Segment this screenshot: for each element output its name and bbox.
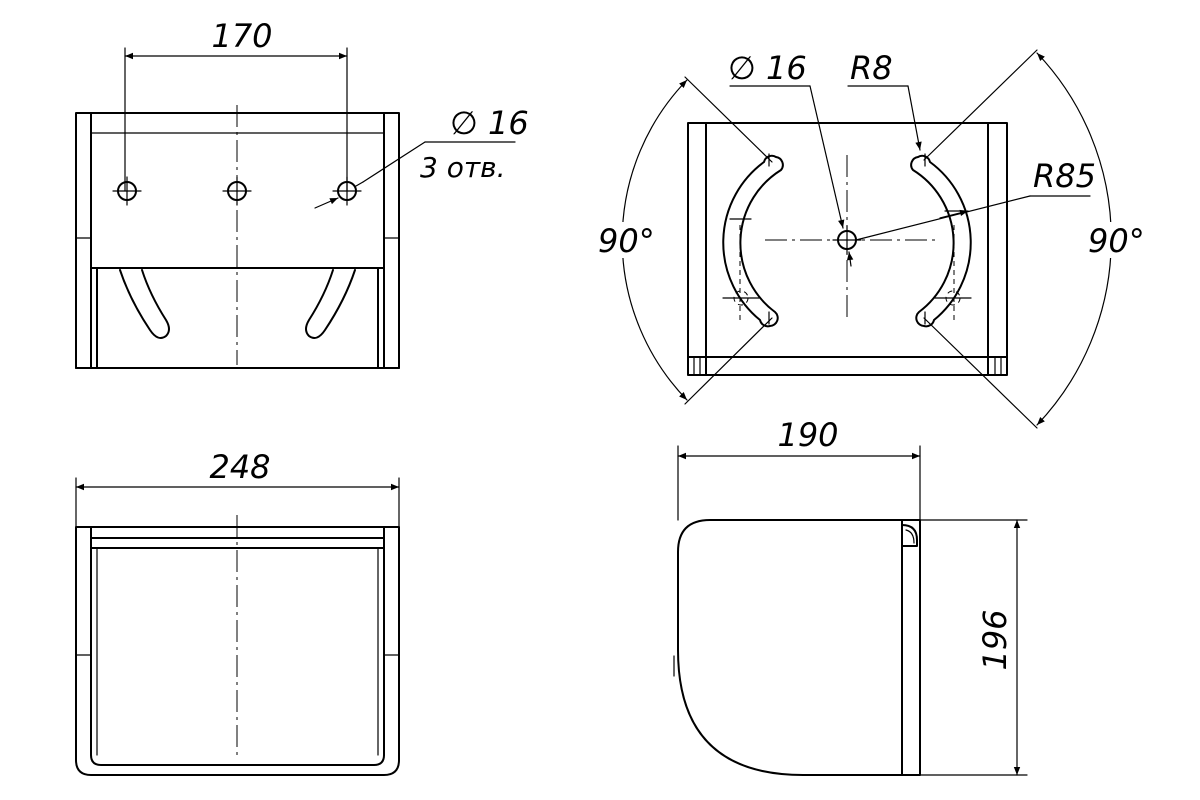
top-hole-callout: ∅ 16 [728, 49, 854, 267]
side-height-label: 196 [976, 609, 1014, 670]
top-outer-frame [687, 122, 1008, 376]
slot-radius-label: R8 [850, 49, 893, 87]
front-left-slot [119, 269, 170, 339]
front-right-flange [383, 112, 400, 369]
dimension-190: 190 [677, 416, 921, 521]
front-view: 170 ∅ 16 3 отв. [75, 17, 529, 369]
front-hole-callout: ∅ 16 3 отв. [314, 104, 529, 209]
angle-dimension-left: 90° [596, 76, 773, 405]
side-outer-profile [677, 519, 921, 776]
top-hole-diameter-label: ∅ 16 [728, 49, 807, 87]
front-right-slot [305, 269, 356, 339]
top-right-arc-slot [910, 153, 972, 328]
bottom-width-label: 248 [209, 448, 270, 486]
bottom-view: 248 [75, 448, 400, 776]
slot-radius-callout: R8 [847, 49, 922, 151]
front-hole-count-label: 3 отв. [420, 151, 506, 184]
front-hole-left [112, 176, 142, 206]
arc-radius-label: R85 [1033, 157, 1096, 195]
side-depth-label: 190 [777, 416, 838, 454]
front-hole-diameter-label: ∅ 16 [450, 104, 529, 142]
angle-dimension-right: 90° [923, 49, 1145, 429]
front-hole-spacing-label: 170 [211, 17, 272, 55]
front-hole-center [222, 176, 252, 206]
top-left-arc-slot [722, 153, 784, 328]
dimension-196: 196 [919, 519, 1028, 776]
side-view: 190 196 [673, 416, 1028, 776]
angle-left-label: 90° [598, 222, 655, 260]
bottom-outer-profile [75, 526, 400, 776]
arc-radius-callout: R85 [855, 157, 1096, 241]
dimension-248: 248 [75, 448, 400, 528]
dimension-170: 170 [124, 17, 348, 192]
angle-right-label: 90° [1088, 222, 1145, 260]
front-left-flange [75, 112, 92, 369]
top-view: ∅ 16 R8 R85 90° 90° [596, 49, 1145, 429]
